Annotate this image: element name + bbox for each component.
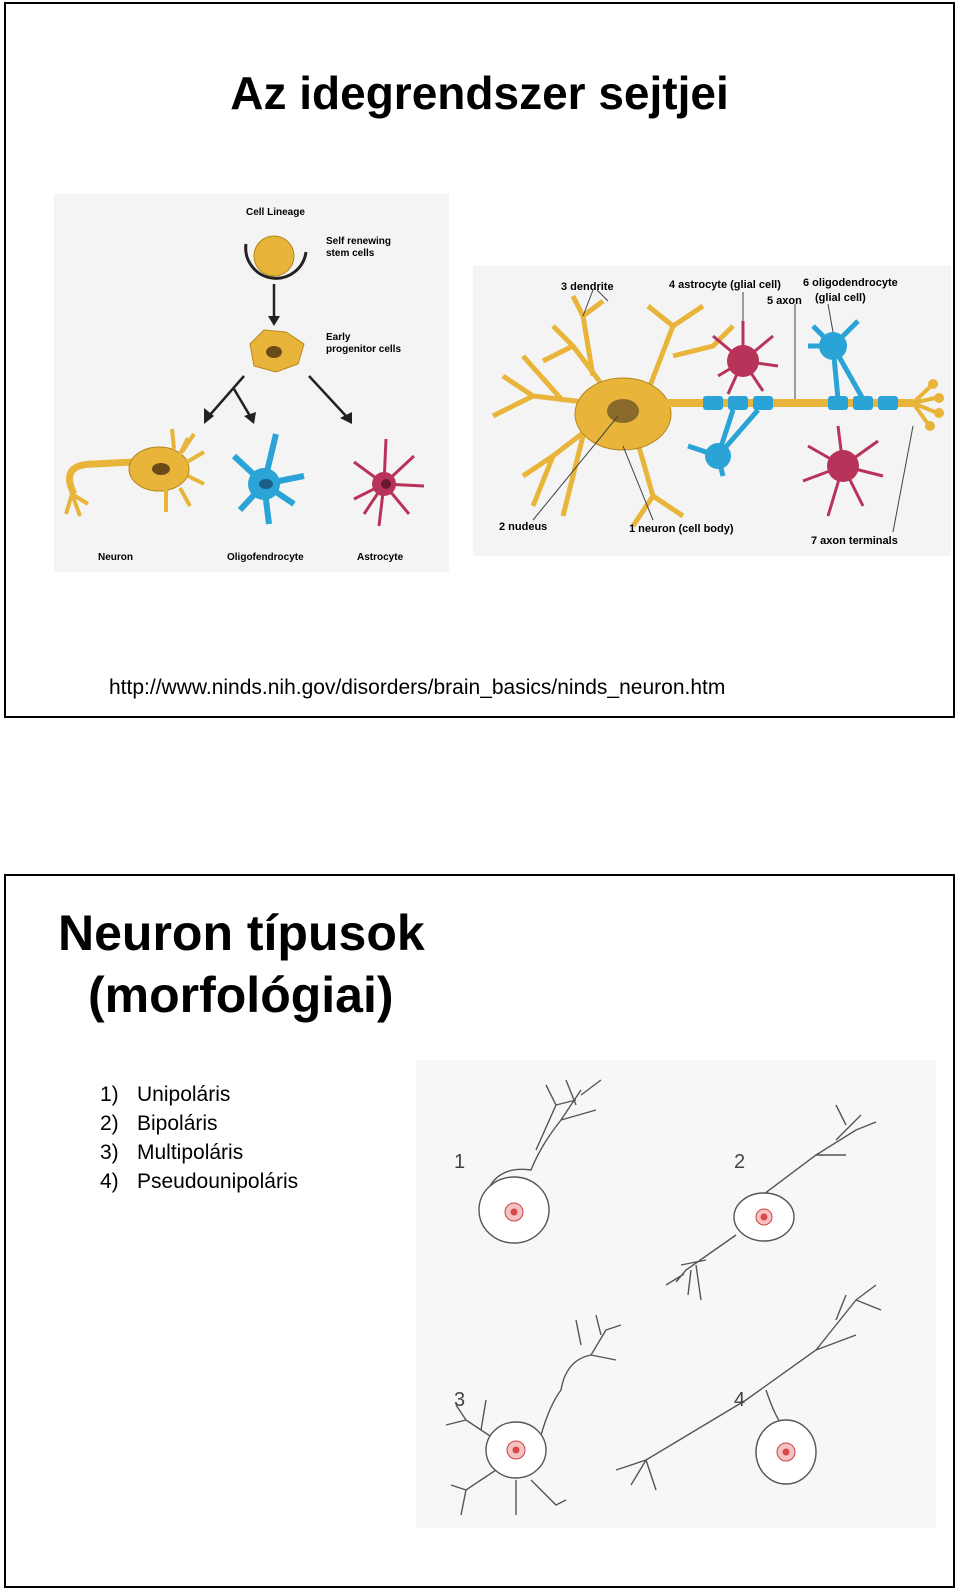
slide-title: Az idegrendszer sejtjei <box>230 67 729 119</box>
cell-name-oligodendrocyte: Oligofendrocyte <box>227 552 304 563</box>
title-line-1: Neuron típusok <box>58 905 425 961</box>
stem-cell <box>253 235 295 277</box>
cell-name-astrocyte: Astrocyte <box>357 552 404 563</box>
nucleus <box>607 399 639 423</box>
lineage-heading: Cell Lineage <box>246 207 305 218</box>
label-nucleus: 2 nudeus <box>499 521 547 533</box>
label-astrocyte: 4 astrocyte (glial cell) <box>669 279 781 291</box>
label-dendrite: 3 dendrite <box>561 281 614 293</box>
title-line-2: (morfológiai) <box>88 967 394 1023</box>
oligodendrocyte-top <box>808 319 866 401</box>
neuron-type-list: 1)Unipoláris 2)Bipoláris 3)Multipoláris … <box>100 1080 298 1196</box>
cell-name-neuron: Neuron <box>98 552 133 563</box>
list-item: 3)Multipoláris <box>100 1141 244 1164</box>
list-item: 4)Pseudounipoláris <box>100 1170 299 1193</box>
stem-label-1: Self renewing <box>326 236 391 247</box>
figure-number-2: 2 <box>734 1151 745 1173</box>
lineage-astrocyte <box>353 438 425 527</box>
list-item: 2)Bipoláris <box>100 1112 218 1135</box>
lineage-oligodendrocyte <box>231 433 305 525</box>
stem-label-2: stem cells <box>326 248 375 259</box>
nuclei <box>504 1202 796 1462</box>
cell-lineage-figure: Cell Lineage Self renewing stem cells Ea… <box>54 194 449 572</box>
label-axon-terminals: 7 axon terminals <box>811 535 898 547</box>
list-item: 1)Unipoláris <box>100 1083 231 1106</box>
progenitor-label-1: Early <box>326 332 351 343</box>
slide-title-2: Neuron típusok (morfológiai) <box>58 902 425 1026</box>
label-axon: 5 axon <box>767 295 802 307</box>
axon-terminals <box>911 384 936 426</box>
progenitor-label-2: progenitor cells <box>326 344 401 355</box>
slide-2: Neuron típusok (morfológiai) 1)Unipolári… <box>4 874 955 1588</box>
lineage-neuron <box>64 428 206 517</box>
neuron-anatomy-figure: 3 dendrite 4 astrocyte (glial cell) 6 ol… <box>473 266 951 556</box>
astrocyte-bottom <box>802 425 884 517</box>
figure-number-3: 3 <box>454 1389 465 1411</box>
neuron-types-figure: 1 2 3 4 <box>416 1060 936 1528</box>
label-cell-body: 1 neuron (cell body) <box>629 523 734 535</box>
label-oligodendrocyte-1: 6 oligodendrocyte <box>803 277 898 289</box>
oligodendrocyte-bottom <box>687 408 760 477</box>
myelin-sheaths <box>703 396 898 410</box>
label-oligodendrocyte-2: (glial cell) <box>815 292 866 304</box>
figure-number-1: 1 <box>454 1151 465 1173</box>
figure-number-4: 4 <box>734 1389 745 1411</box>
slide-1: Az idegrendszer sejtjei Cell Lineage Sel… <box>4 2 955 718</box>
self-renew-arrow <box>244 243 308 280</box>
axon <box>663 399 913 407</box>
source-url[interactable]: http://www.ninds.nih.gov/disorders/brain… <box>109 676 726 699</box>
